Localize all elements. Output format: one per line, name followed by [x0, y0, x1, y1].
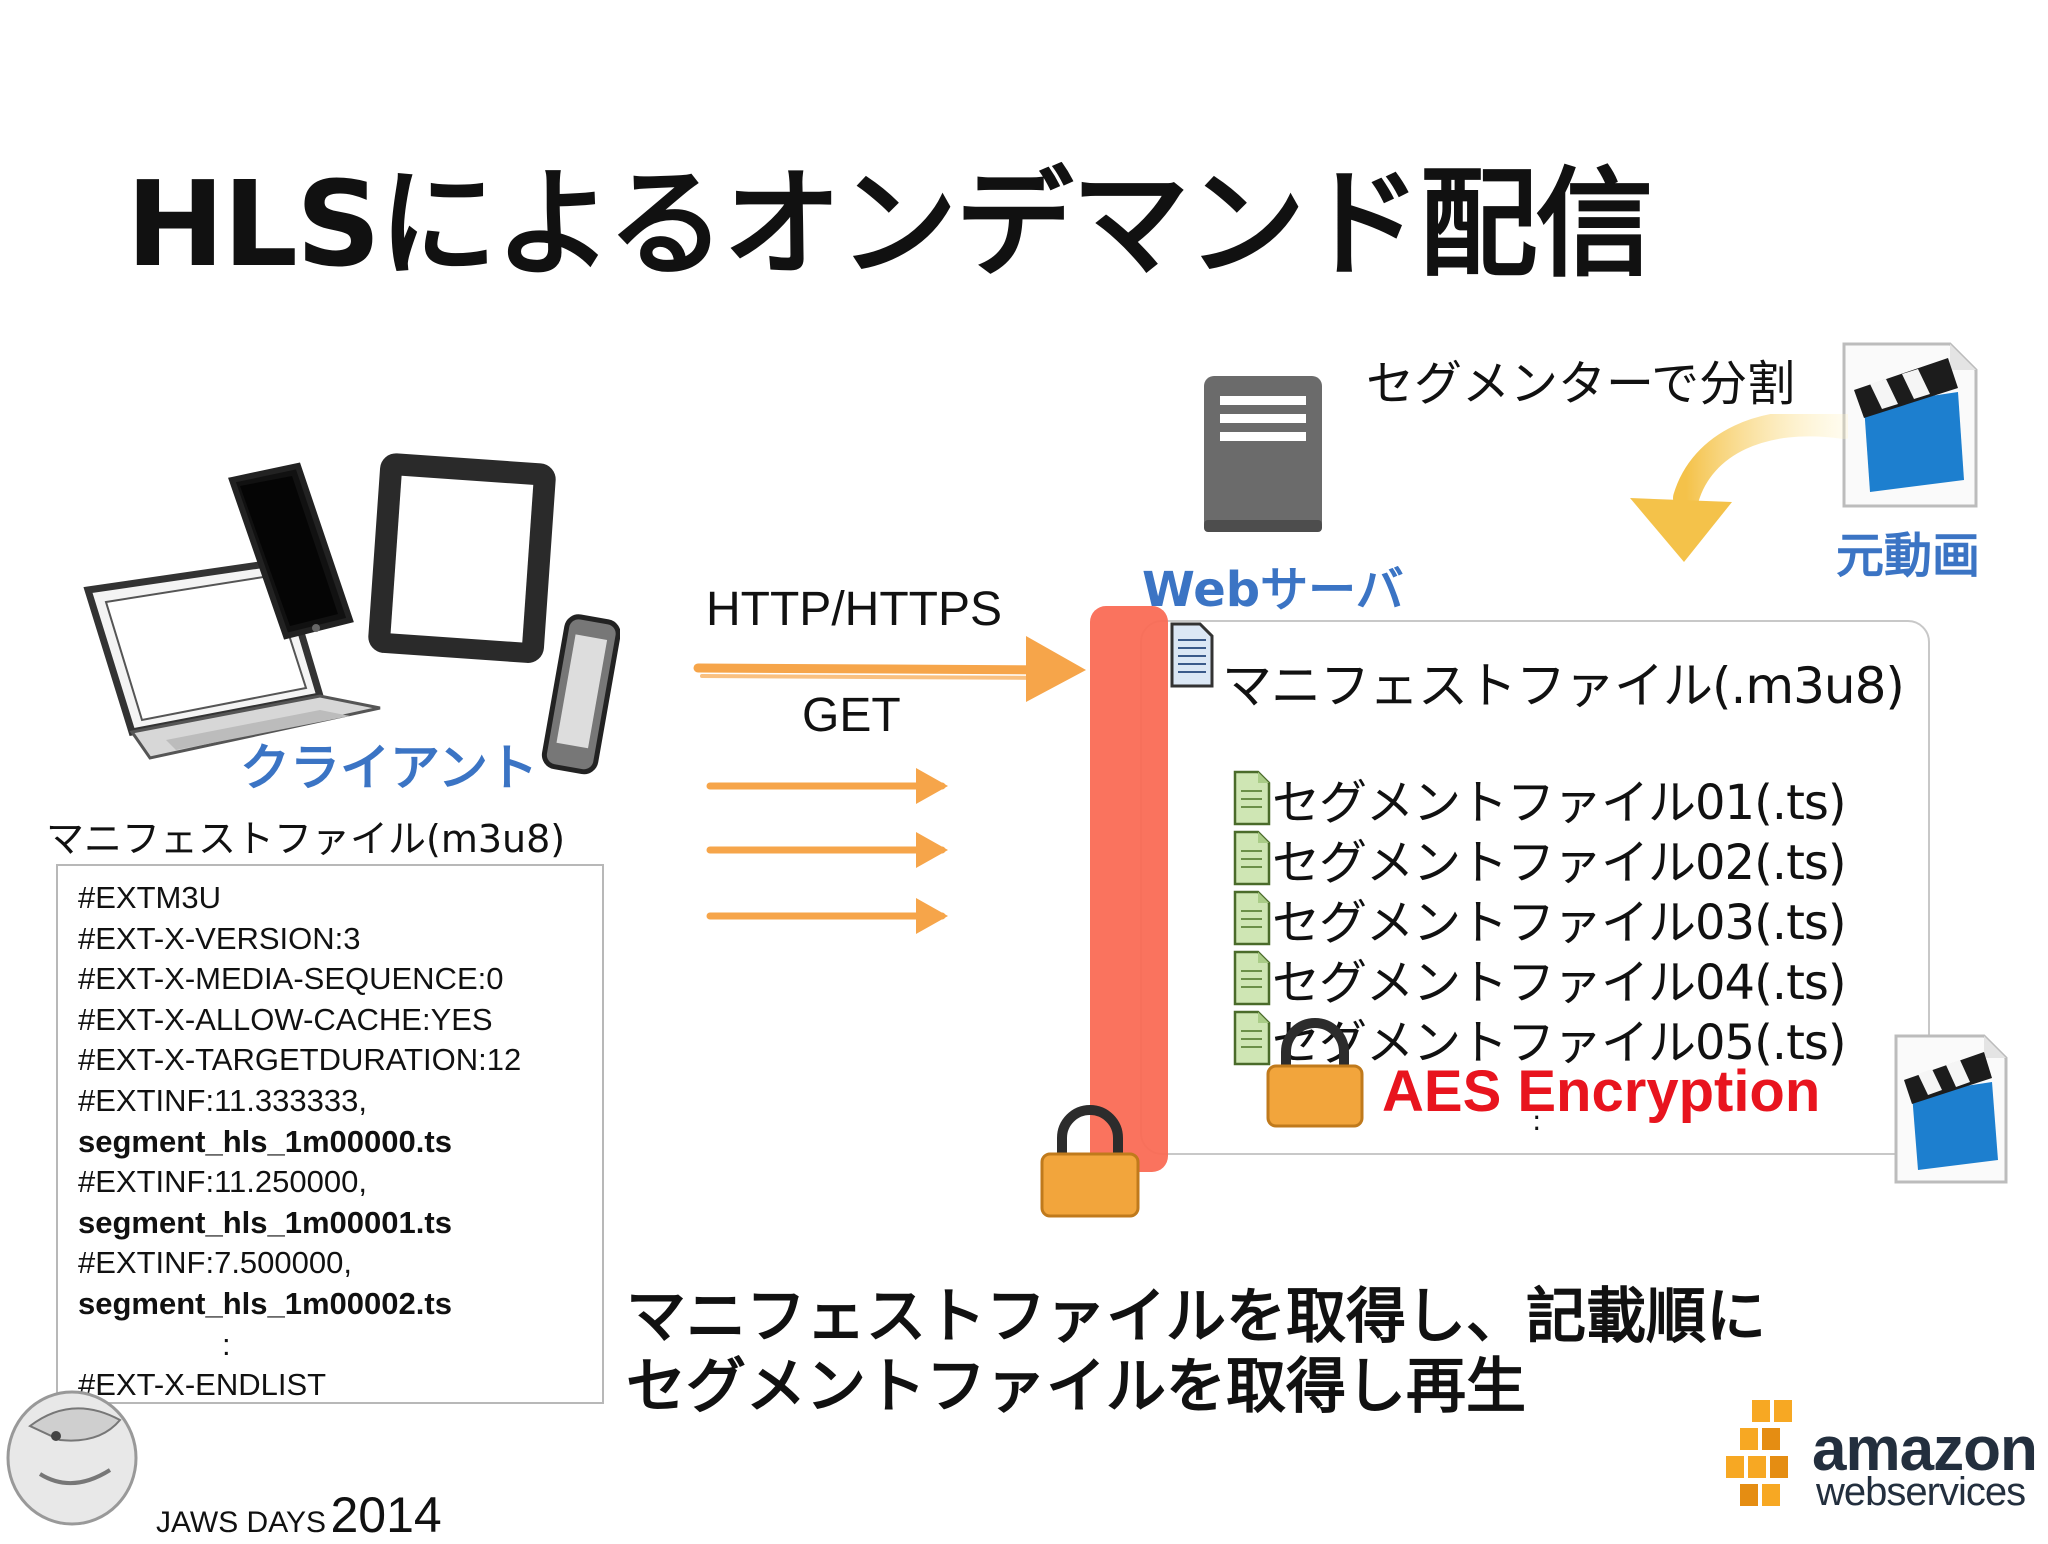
segment-file-icon — [1233, 830, 1271, 886]
manifest-line: segment_hls_1m00000.ts — [78, 1123, 452, 1159]
aws-brand-sub: webservices — [1816, 1470, 2026, 1514]
manifest-line: #EXTINF:7.500000, — [78, 1245, 352, 1281]
segmenter-curved-arrow — [1630, 414, 1848, 562]
https-encryption-bar — [1090, 606, 1168, 1172]
segment-file-icon — [1233, 770, 1271, 826]
manifest-line: segment_hls_1m00002.ts — [78, 1285, 452, 1321]
server-icon — [1204, 376, 1322, 532]
segment-file-label: セグメントファイル05(.ts) — [1272, 1015, 1847, 1071]
segment-file-item: セグメントファイル01(.ts) — [1232, 768, 1847, 831]
segment-request-arrow-2 — [706, 832, 948, 868]
client-devices-illustration — [83, 453, 620, 775]
original-video-icon — [1842, 342, 1978, 508]
manifest-line: #EXTINF:11.333333, — [78, 1082, 367, 1118]
main-arrow-head — [1026, 636, 1086, 702]
client-label: クライアント — [240, 739, 538, 797]
segment-file-item: セグメントファイル04(.ts) — [1232, 948, 1847, 1011]
manifest-lines: #EXTM3U #EXT-X-VERSION:3 #EXT-X-MEDIA-SEQU… — [78, 878, 602, 1406]
manifest-line: #EXT-X-TARGETDURATION:12 — [78, 1042, 522, 1078]
manifest-content-box: #EXTM3U #EXT-X-VERSION:3 #EXT-X-MEDIA-SEQU… — [56, 864, 604, 1404]
slide-title: HLSによるオンデマンド配信 — [126, 155, 1653, 293]
method-label: GET — [802, 689, 901, 742]
smartphone-gray-icon — [541, 614, 620, 775]
segment-ellipsis: : — [1532, 1104, 1542, 1137]
original-video-label: 元動画 — [1836, 528, 1981, 584]
segment-file-icon — [1233, 1010, 1271, 1066]
segment-file-label: セグメントファイル01(.ts) — [1272, 775, 1847, 831]
segment-file-icon — [1233, 890, 1271, 946]
manifest-line: #EXTINF:11.250000, — [78, 1164, 367, 1200]
segment-file-item: セグメントファイル02(.ts) — [1232, 828, 1847, 891]
manifest-line: #EXTM3U — [78, 880, 221, 915]
document-icon — [1170, 622, 1214, 688]
segment-list: セグメントファイル01(.ts)セグメントファイル02(.ts)セグメントファイ… — [1232, 768, 1847, 1071]
event-name: JAWS DAYS — [156, 1506, 327, 1539]
event-footer: JAWS DAYS 2014 — [156, 1486, 442, 1544]
aws-brand-main: amazon — [1812, 1415, 2038, 1484]
segment-file-icon — [1233, 950, 1271, 1006]
segment-file-item: セグメントファイル03(.ts) — [1232, 888, 1847, 951]
request-arrows — [693, 636, 1086, 934]
manifest-line: : — [222, 1326, 231, 1362]
lock-icon — [1266, 1018, 1364, 1128]
segment-file-label: セグメントファイル03(.ts) — [1272, 895, 1847, 951]
manifest-line: #EXT-X-ALLOW-CACHE:YES — [78, 1001, 493, 1037]
segment-request-arrow-1 — [706, 768, 948, 804]
main-request-arrow — [693, 663, 1065, 680]
summary-line-2: セグメントファイルを取得し再生 — [626, 1352, 1526, 1422]
aws-cubes-logo — [1726, 1400, 1792, 1506]
manifest-line: #EXT-X-VERSION:3 — [78, 920, 361, 956]
protocol-label: HTTP/HTTPS — [706, 583, 1002, 636]
aes-encryption-label: AES Encryption — [1382, 1059, 1821, 1124]
segmenter-label: セグメンターで分割 — [1366, 356, 1796, 412]
jaws-shark-logo — [6, 1390, 138, 1526]
web-server-label: Webサーバ — [1142, 562, 1404, 618]
manifest-line: #EXT-X-MEDIA-SEQUENCE:0 — [78, 961, 504, 997]
smartphone-black-icon — [228, 462, 354, 640]
segment-file-item: セグメントファイル05(.ts) — [1232, 1008, 1847, 1071]
laptop-icon — [83, 558, 381, 760]
server-manifest-file: マニフェストファイル(.m3u8) — [1222, 657, 1905, 715]
segment-request-arrow-3 — [706, 898, 948, 934]
manifest-line: segment_hls_1m00001.ts — [78, 1204, 452, 1240]
manifest-line: #EXT-X-ENDLIST — [78, 1367, 327, 1403]
segment-file-label: セグメントファイル04(.ts) — [1272, 955, 1847, 1011]
summary-line-1: マニフェストファイルを取得し、記載順に — [626, 1282, 1766, 1352]
video-file-icon — [1894, 1034, 2008, 1184]
tablet-icon — [368, 453, 556, 663]
manifest-title: マニフェストファイル(m3u8) — [46, 817, 566, 861]
event-year: 2014 — [330, 1487, 442, 1543]
segment-file-label: セグメントファイル02(.ts) — [1272, 835, 1847, 891]
transport-lock-icon — [1040, 1105, 1140, 1218]
